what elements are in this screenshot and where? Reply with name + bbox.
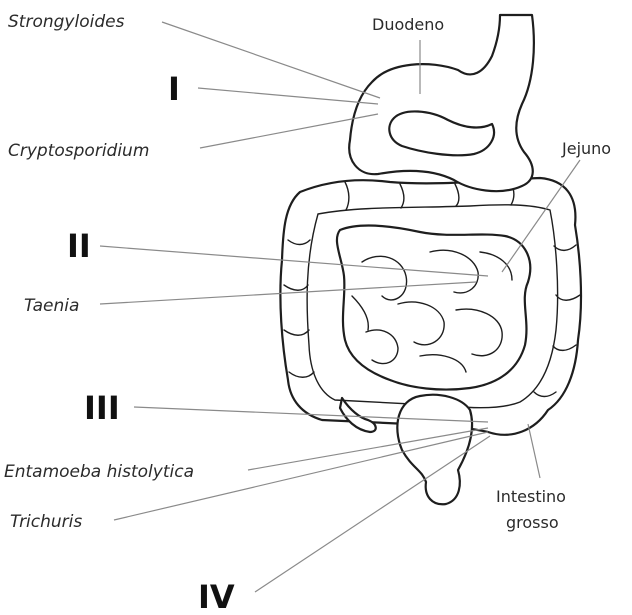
rectum [396,393,474,506]
small-intestine-folds [351,249,513,373]
colon-haustra-right [533,244,581,398]
leader-roman-4 [254,435,491,593]
colon-inner-edge [306,204,559,409]
colon-haustra-left [283,239,315,378]
label-intestino-line1: Intestino [496,487,566,506]
colon-haustra-top [344,180,515,211]
label-roman-2: II [67,227,91,265]
leader-roman-1 [197,87,379,105]
label-roman-4: IV [198,578,235,615]
leader-roman-2 [99,245,489,277]
leader-roman-3 [133,406,489,423]
appendix [338,396,377,434]
leader-entamoeba [247,427,489,471]
label-entamoeba: Entamoeba histolytica [4,462,194,482]
leader-lines [99,21,581,593]
label-intestino-line2: grosso [506,513,559,532]
leader-cryptosporidium [199,113,379,149]
label-roman-3: III [84,389,120,427]
label-strongyloides: Strongyloides [8,12,125,32]
leader-strongyloides [161,21,381,99]
duodenum [348,13,535,193]
leader-intestino-grosso [527,423,541,479]
leader-taenia [99,281,477,305]
label-duodeno: Duodeno [372,15,444,34]
digestive-tract [279,13,583,506]
label-trichuris: Trichuris [10,512,82,532]
leader-trichuris [113,431,489,521]
leader-jejuno [501,159,581,273]
label-cryptosporidium: Cryptosporidium [8,141,149,161]
labels: Strongyloides I Cryptosporidium Duodeno … [4,12,611,615]
label-jejuno: Jejuno [561,139,611,158]
duodenum-inner-loop [388,110,496,157]
label-roman-1: I [168,70,180,108]
label-taenia: Taenia [24,296,79,316]
